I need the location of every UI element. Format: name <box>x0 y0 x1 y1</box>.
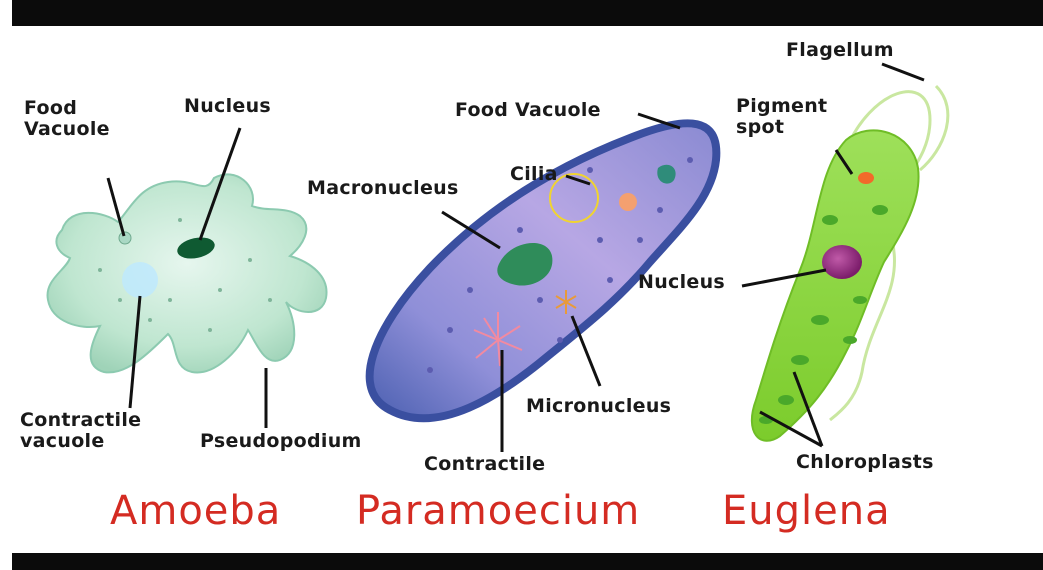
amoeba-pseudopodium-label: Pseudopodium <box>200 431 362 452</box>
food-vacuole-organelle <box>119 232 131 244</box>
euglena-flagellum-label: Flagellum <box>786 40 894 61</box>
euglena-nucleus-label: Nucleus <box>638 272 725 293</box>
contractile-vacuole-organelle <box>122 262 158 298</box>
paramoecium-micronucleus-label: Micronucleus <box>526 396 671 417</box>
euglena-chloroplasts-label: Chloroplasts <box>796 452 934 473</box>
amoeba-illustration <box>48 174 327 372</box>
amoeba-title: Amoeba <box>110 488 281 534</box>
amoeba-cell-body <box>48 174 327 372</box>
paramoecium-macronucleus-label: Macronucleus <box>307 178 459 199</box>
amoeba-contractile-vacuole-label: Contractile vacuole <box>20 410 141 452</box>
euglena-nucleus-organelle <box>822 245 862 279</box>
euglena-illustration <box>752 86 948 441</box>
euglena-title: Euglena <box>722 488 891 534</box>
euglena-cell-body <box>752 130 919 440</box>
paramoecium-cilia-label: Cilia <box>510 164 558 185</box>
amoeba-food-vacuole-label: Food Vacuole <box>24 98 110 140</box>
pigment-spot-organelle <box>858 172 874 184</box>
bottom-letterbox-bar <box>12 553 1043 570</box>
paramoecium-food-vacuole <box>619 193 637 211</box>
euglena-pigment-spot-label: Pigment spot <box>736 96 827 138</box>
paramoecium-contractile-label: Contractile <box>424 454 545 475</box>
paramoecium-title: Paramoecium <box>356 488 640 534</box>
amoeba-nucleus-label: Nucleus <box>184 96 271 117</box>
paramoecium-food-vacuole-label: Food Vacuole <box>455 100 601 121</box>
